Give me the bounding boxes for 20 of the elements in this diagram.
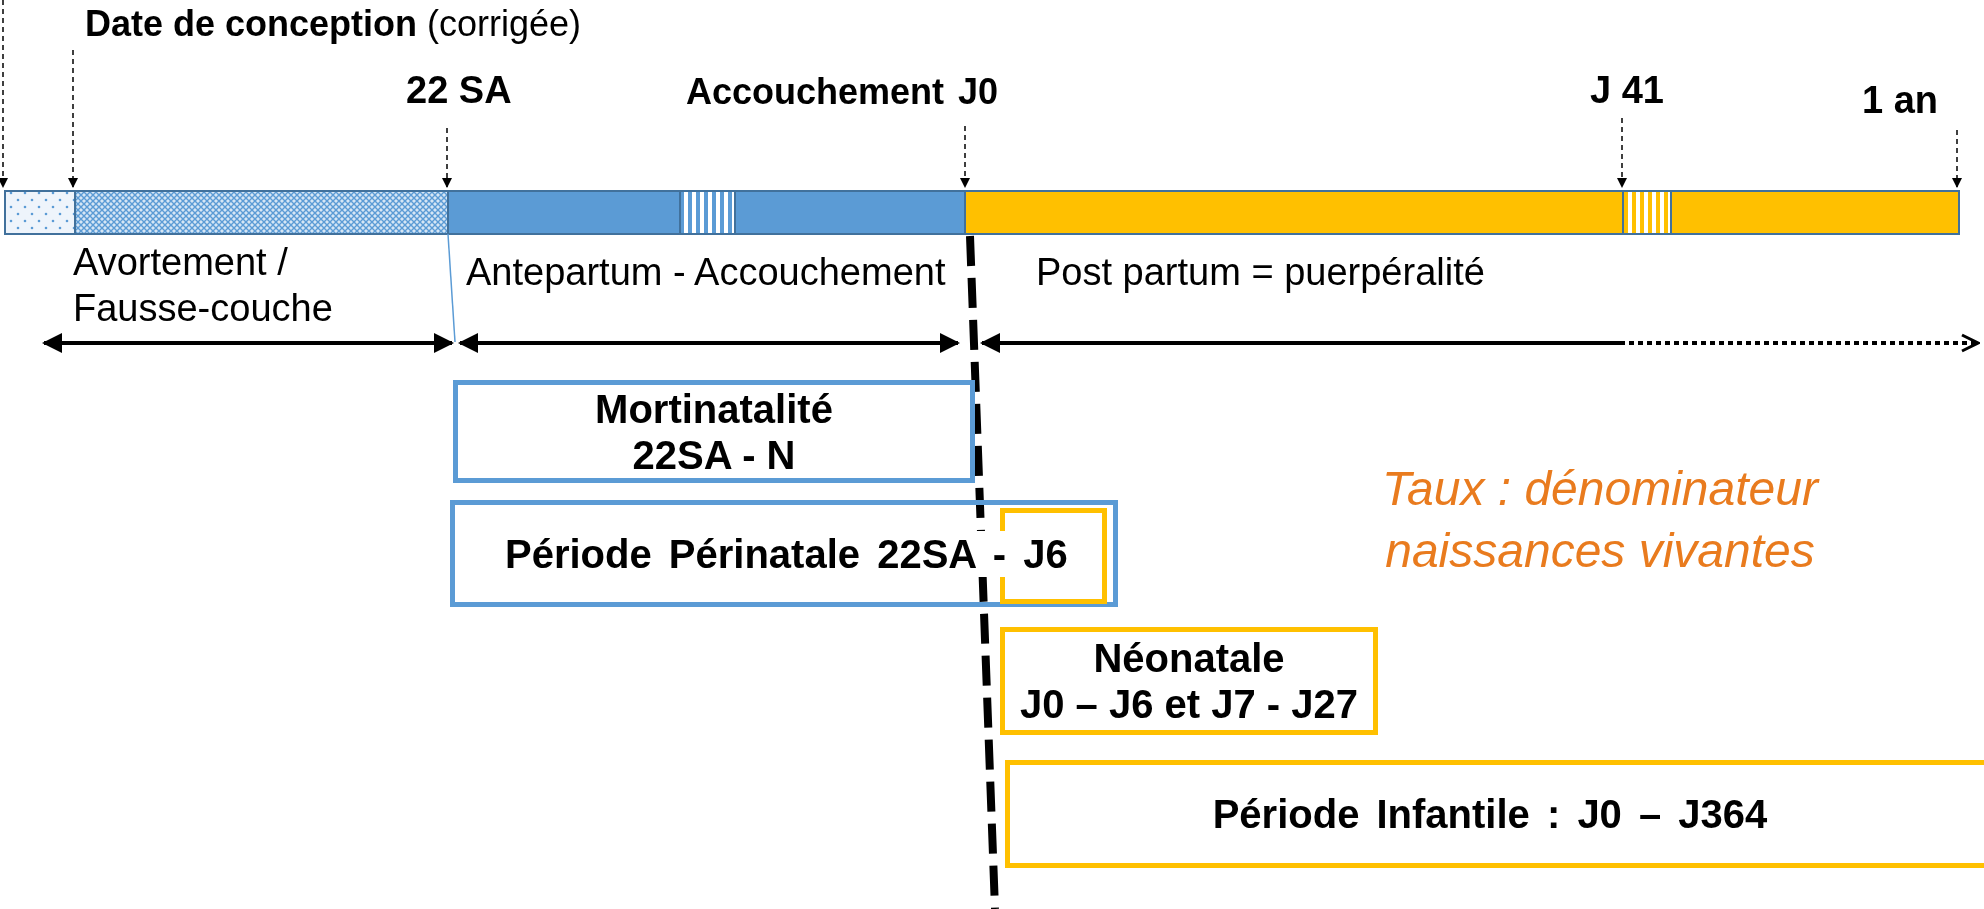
timeline-label: Post partum = puerpéralité	[1036, 250, 1485, 295]
period-box	[453, 380, 975, 483]
timeline-label: J 41	[1590, 68, 1664, 113]
box-text: Période Périnatale 22SA - J6	[505, 530, 1068, 577]
timeline-label: Antepartum - Accouchement	[466, 250, 946, 295]
period-box	[1000, 627, 1378, 735]
timeline-label: Date de conception (corrigée)	[85, 2, 582, 46]
timeline-label: Avortement / Fausse-couche	[73, 240, 334, 331]
timeline-label: J0	[958, 70, 999, 114]
box-text: J0 – J6 et J7 - J27	[1020, 681, 1358, 727]
note-text: Taux : dénominateur naissances vivantes	[1381, 461, 1821, 580]
box-text: Néonatale	[1093, 635, 1285, 681]
box-text: Mortinatalité	[595, 385, 833, 432]
timeline-label: Accouchement	[686, 70, 945, 114]
period-box	[1005, 760, 1984, 868]
timeline-label: 22 SA	[406, 68, 512, 113]
box-text: Période Infantile : J0 – J364	[1212, 791, 1768, 837]
period-box	[450, 500, 1118, 607]
box-text: 22SA - N	[632, 431, 796, 478]
timeline-label: 1 an	[1862, 78, 1939, 123]
